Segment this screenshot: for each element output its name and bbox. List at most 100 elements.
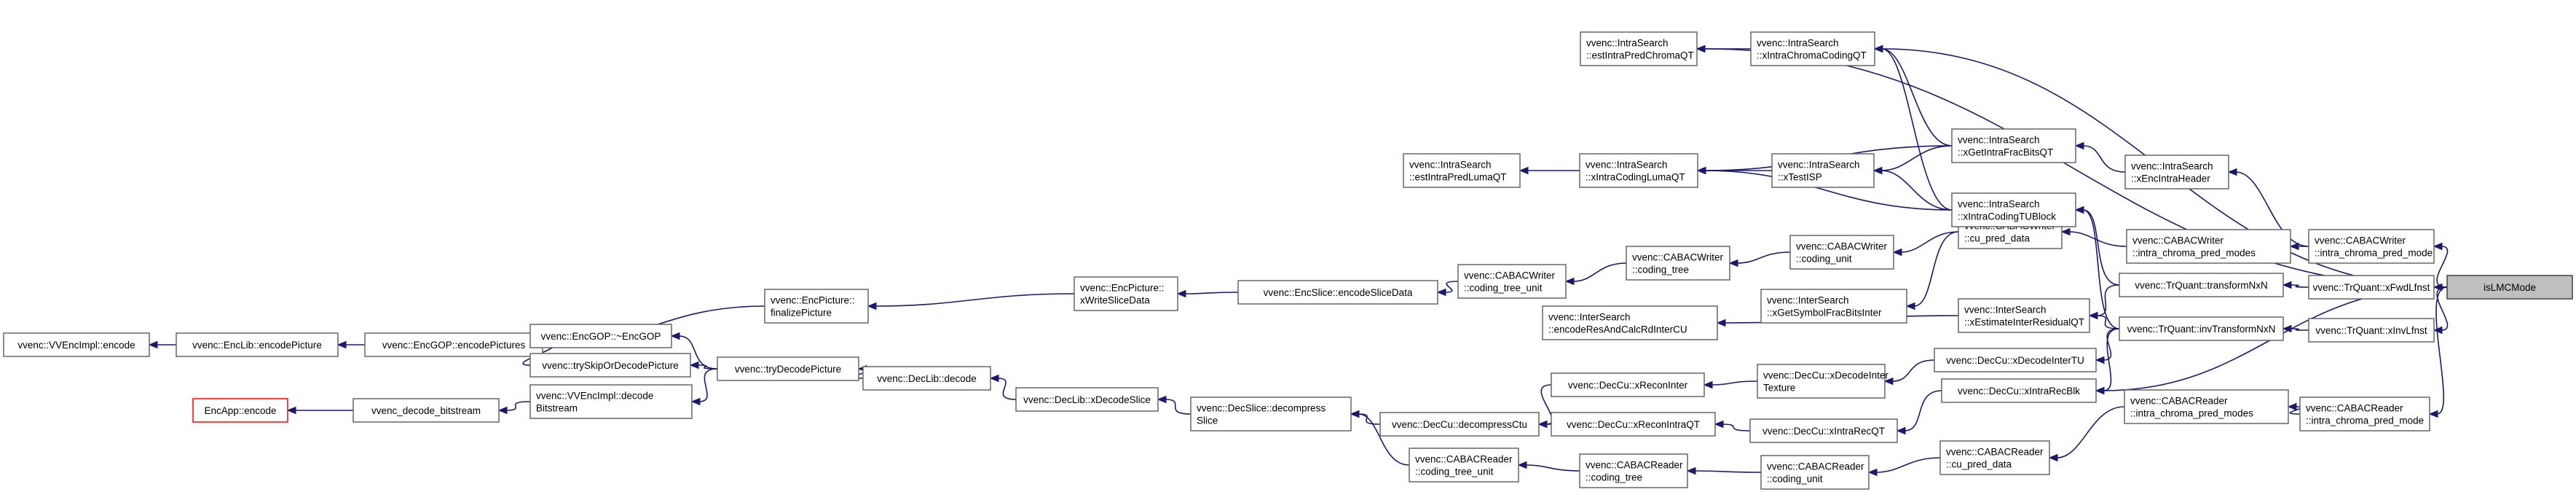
- edge-arrowhead: [867, 302, 877, 311]
- node-label: ::encodeResAndCalcRdInterCU: [1548, 324, 1687, 335]
- node-deccu-xintrarecblk[interactable]: vvenc::DecCu::xIntraRecBlk: [1941, 378, 2097, 403]
- node-cabacwriter-icp[interactable]: vvenc::CABACWriter::intra_chroma_pred_mo…: [2308, 229, 2435, 264]
- edge-intra-xheader-to-cabacwriter-icp: [2235, 171, 2309, 247]
- node-vvenc-decode-bs[interactable]: vvenc_decode_bitstream: [352, 398, 500, 423]
- node-label: ::intra_chroma_pred_modes: [2130, 408, 2253, 419]
- edge-arrowhead: [336, 340, 347, 349]
- node-intra-xtestisp[interactable]: vvenc::IntraSearch::xTestISP: [1771, 153, 1875, 188]
- node-deccu-xdecinter-tu[interactable]: vvenc::DecCu::xDecodeInterTU: [1934, 348, 2097, 372]
- node-box: [1951, 192, 2076, 227]
- node-vvenc-impl-encode[interactable]: vvenc::VVEncImpl::encode: [3, 332, 150, 357]
- edge-encpicture-finalize-to-encpicture-xwrite: [875, 293, 1075, 307]
- node-label: vvenc::DecCu::decompressCtu: [1392, 419, 1527, 430]
- node-box: [1958, 298, 2090, 333]
- node-encslice-encode[interactable]: vvenc::EncSlice::encodeSliceData: [1237, 280, 1438, 305]
- edge-arrowhead: [690, 397, 701, 406]
- node-box: [2119, 316, 2284, 341]
- node-deccu-xintrarecqt[interactable]: vvenc::DecCu::xIntraRecQT: [1749, 418, 1898, 443]
- node-label: vvenc::DecLib::decode: [877, 373, 977, 384]
- node-cabacreader-ct[interactable]: vvenc::CABACReader::coding_tree: [1579, 453, 1688, 488]
- node-enclib-encode[interactable]: vvenc::EncLib::encodePicture: [176, 332, 339, 357]
- node-box: [1015, 387, 1159, 412]
- node-box: [1379, 412, 1540, 437]
- node-label: ::intra_chroma_pred_mode: [2306, 415, 2424, 426]
- node-encpicture-xwrite[interactable]: vvenc::EncPicture::xWriteSliceData: [1074, 276, 1178, 311]
- node-intra-xheader[interactable]: vvenc::IntraSearch::xEncIntraHeader: [2124, 155, 2229, 190]
- edge-deccu-xreconinter-to-deccu-xdecinter-tex: [1711, 380, 1758, 386]
- node-cabacwriter-cu[interactable]: vvenc::CABACWriter::coding_unit: [1789, 235, 1894, 270]
- node-trquant-xfwdlfnst[interactable]: vvenc::TrQuant::xFwdLfnst: [2308, 275, 2435, 300]
- edge-arrowhead: [1517, 461, 1527, 469]
- edge-inter-xestres-to-trquant-fwd: [2096, 284, 2120, 316]
- node-label: Slice: [1197, 415, 1218, 426]
- edge-arrowhead: [1157, 395, 1167, 404]
- node-box: [1190, 397, 1352, 432]
- node-try-decode[interactable]: vvenc::tryDecodePicture: [717, 356, 859, 381]
- node-box: [1626, 246, 1730, 281]
- node-encgop-tryskip[interactable]: vvenc::trySkipOrDecodePicture: [529, 353, 691, 378]
- node-deccu-xreconintra[interactable]: vvenc::DecCu::xReconIntraQT: [1551, 412, 1716, 437]
- node-label: vvenc::IntraSearch: [2131, 161, 2213, 172]
- node-label: vvenc::EncLib::encodePicture: [192, 340, 322, 351]
- node-inter-xestres[interactable]: vvenc::InterSearch::xEstimateInterResidu…: [1958, 298, 2090, 333]
- node-cabacwriter-ct[interactable]: vvenc::CABACWriter::coding_tree: [1626, 246, 1730, 281]
- node-intra-estluma[interactable]: vvenc::IntraSearch::estIntraPredLumaQT: [1403, 153, 1521, 188]
- node-cabacreader-icp[interactable]: vvenc::CABACReader::intra_chroma_pred_mo…: [2299, 397, 2430, 432]
- node-deccu-xreconinter[interactable]: vvenc::DecCu::xReconInter: [1551, 372, 1705, 397]
- node-trquant-fwd[interactable]: vvenc::TrQuant::transformNxN: [2119, 273, 2284, 297]
- node-label: isLMCMode: [2484, 282, 2536, 293]
- node-encpicture-finalize[interactable]: vvenc::EncPicture::finalizePicture: [764, 289, 869, 324]
- node-intra-xchroma[interactable]: vvenc::IntraSearch::xIntraChromaCodingQT: [1750, 31, 1875, 66]
- node-label: vvenc::EncSlice::encodeSliceData: [1264, 287, 1413, 298]
- node-label: vvenc::CABACReader: [2306, 403, 2403, 414]
- node-trquant-xinvlfnst[interactable]: vvenc::TrQuant::xInvLfnst: [2308, 318, 2435, 343]
- node-cabacwriter-icpm[interactable]: vvenc::CABACWriter::intra_chroma_pred_mo…: [2126, 229, 2291, 264]
- edge-arrowhead: [2287, 402, 2297, 411]
- node-label: vvenc::TrQuant::xInvLfnst: [2315, 325, 2427, 336]
- node-label: ::xIntraCodingLumaQT: [1586, 172, 1685, 183]
- node-cabacreader-icpm[interactable]: vvenc::CABACReader::intra_chroma_pred_mo…: [2124, 389, 2289, 424]
- node-label: ::xEncIntraHeader: [2131, 173, 2210, 184]
- node-intra-xtubl[interactable]: vvenc::IntraSearch::xIntraCodingTUBlock: [1951, 192, 2076, 227]
- node-encapp-encode[interactable]: EncApp::encode: [192, 398, 288, 423]
- node-box: [1771, 153, 1875, 188]
- node-label: Bitstream: [536, 403, 578, 414]
- node-cabacreader-pred[interactable]: vvenc::CABACReader::cu_pred_data: [1939, 440, 2050, 475]
- node-root[interactable]: isLMCMode: [2446, 275, 2573, 300]
- node-inter-encres[interactable]: vvenc::InterSearch::encodeResAndCalcRdIn…: [1542, 305, 1718, 340]
- node-label: ::cu_pred_data: [1964, 233, 2031, 244]
- node-label: vvenc::CABACReader: [1415, 454, 1513, 465]
- node-box: [529, 384, 693, 419]
- node-deccu-decompress[interactable]: vvenc::DecCu::decompressCtu: [1379, 412, 1540, 437]
- node-encgop-dtor[interactable]: vvenc::EncGOP::~EncGOP: [529, 324, 672, 348]
- edge-cabacwriter-icp-to-root: [2436, 246, 2449, 288]
- edge-arrowhead: [1896, 426, 1906, 435]
- node-label: ::coding_unit: [1767, 474, 1823, 485]
- node-cabacreader-cu[interactable]: vvenc::CABACReader::coding_unit: [1760, 455, 1870, 490]
- node-intra-xluma[interactable]: vvenc::IntraSearch::xIntraCodingLumaQT: [1579, 153, 1698, 188]
- node-intra-estchroma[interactable]: vvenc::IntraSearch::estIntraPredChromaQT: [1580, 31, 1698, 66]
- node-trquant-inv[interactable]: vvenc::TrQuant::invTransformNxN: [2119, 316, 2284, 341]
- node-declib-decode[interactable]: vvenc::DecLib::decode: [862, 366, 991, 391]
- node-label: vvenc::TrQuant::invTransformNxN: [2127, 324, 2276, 335]
- edge-cabacwriter-ct-to-cabacwriter-cu: [1736, 251, 1791, 264]
- node-encgop-encode[interactable]: vvenc::EncGOP::encodePictures: [364, 332, 543, 357]
- edge-arrowhead: [1905, 302, 1915, 311]
- node-box: [1579, 453, 1688, 488]
- node-cabacreader-ctu[interactable]: vvenc::CABACReader::coding_tree_unit: [1409, 448, 1519, 483]
- edge-arrowhead: [1564, 277, 1575, 286]
- node-label: vvenc::IntraSearch: [1586, 160, 1668, 171]
- node-inter-xgetsym[interactable]: vvenc::InterSearch::xGetSymbolFracBitsIn…: [1760, 289, 1907, 324]
- node-label: xWriteSliceData: [1080, 295, 1150, 306]
- node-intra-xgetbits[interactable]: vvenc::IntraSearch::xGetIntraFracBitsQT: [1951, 128, 2076, 163]
- node-box: [352, 398, 500, 423]
- node-label: vvenc::IntraSearch: [1778, 160, 1860, 171]
- node-label: vvenc::DecCu::xReconInter: [1568, 380, 1688, 391]
- edge-encgop-dtor-to-try-decode: [678, 335, 718, 370]
- node-label: vvenc::TrQuant::transformNxN: [2135, 280, 2268, 291]
- node-declib-xdecode[interactable]: vvenc::DecLib::xDecodeSlice: [1015, 387, 1159, 412]
- node-cabacwriter-ctu[interactable]: vvenc::CABACWriter::coding_tree_unit: [1457, 264, 1567, 299]
